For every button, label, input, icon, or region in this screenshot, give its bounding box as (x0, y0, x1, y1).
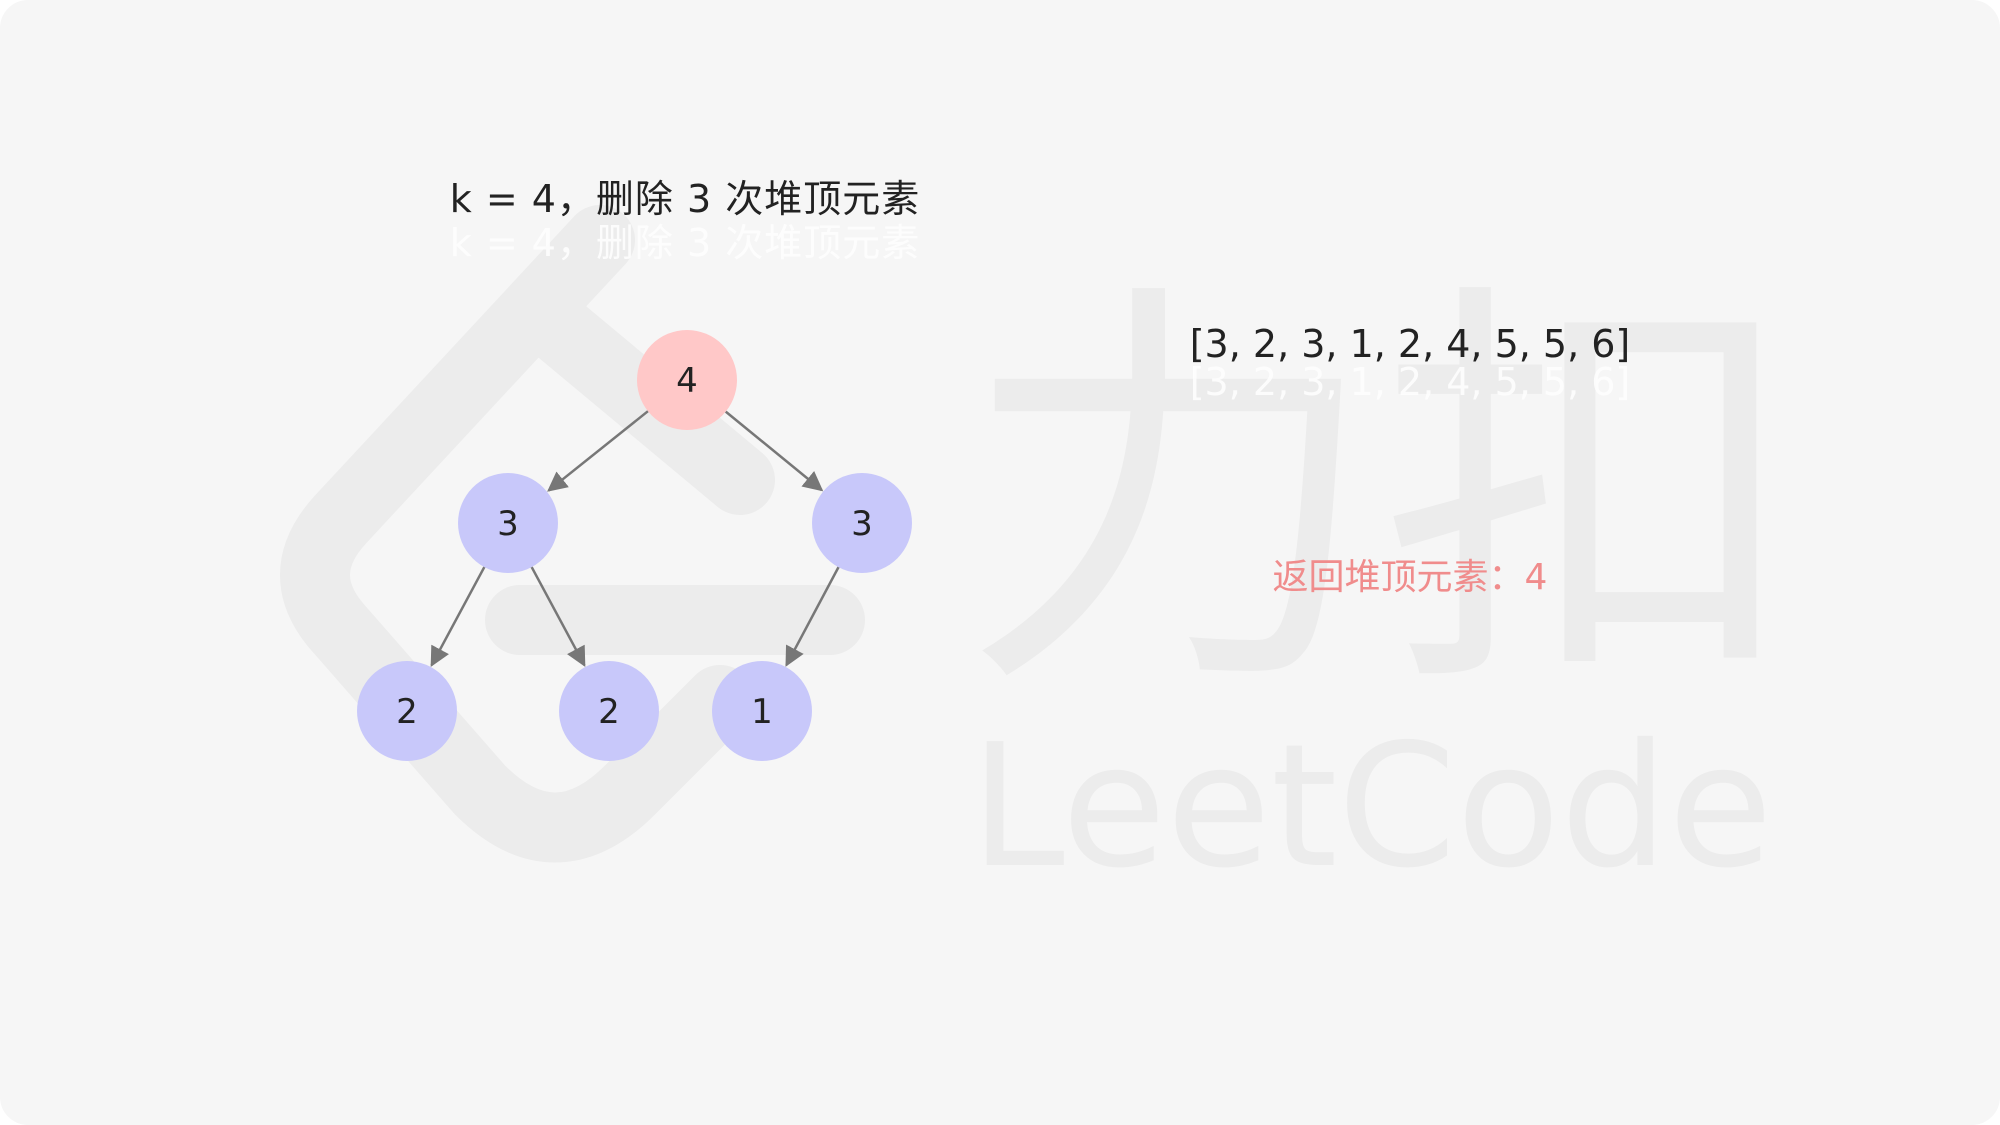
heap-array: [3, 2, 3, 1, 2, 4, 5, 5, 6] (1189, 322, 1631, 366)
tree-edge-n1-n4 (530, 566, 586, 667)
tree-node-n2: 3 (812, 473, 912, 573)
tree-node-n1: 3 (458, 473, 558, 573)
tree-node-circle (458, 473, 558, 573)
tree-edge-n2-n5 (785, 566, 840, 667)
watermark-brand-cn: 力扣 (960, 251, 1800, 740)
tree-edge-n0-n2 (724, 410, 824, 492)
tree-node-circle (357, 661, 457, 761)
tree-edges (430, 410, 840, 667)
tree-edge-n1-n3 (430, 566, 486, 667)
diagram-title-reflection: k = 4，删除 3 次堆顶元素 (449, 221, 921, 265)
tree-node-value: 2 (396, 692, 418, 732)
result-text: 返回堆顶元素：4 (1272, 557, 1548, 598)
tree-node-value: 2 (598, 692, 620, 732)
tree-node-value: 3 (851, 504, 873, 544)
tree-node-n0: 4 (637, 330, 737, 430)
heap-array-reflection: [3, 2, 3, 1, 2, 4, 5, 5, 6] (1189, 360, 1631, 404)
tree-node-circle (812, 473, 912, 573)
watermark-brand-en: LeetCode (970, 708, 1773, 906)
tree-node-value: 3 (497, 504, 519, 544)
tree-node-circle (637, 330, 737, 430)
tree-node-value: 4 (676, 361, 698, 401)
tree-node-n4: 2 (559, 661, 659, 761)
tree-node-n3: 2 (357, 661, 457, 761)
tree-node-n5: 1 (712, 661, 812, 761)
tree-nodes: 4 3 3 2 2 1 (357, 330, 912, 761)
tree-node-circle (559, 661, 659, 761)
tree-edge-n0-n1 (547, 410, 649, 492)
diagram-title: k = 4，删除 3 次堆顶元素 (449, 177, 921, 221)
tree-node-circle (712, 661, 812, 761)
tree-node-value: 1 (751, 692, 773, 732)
